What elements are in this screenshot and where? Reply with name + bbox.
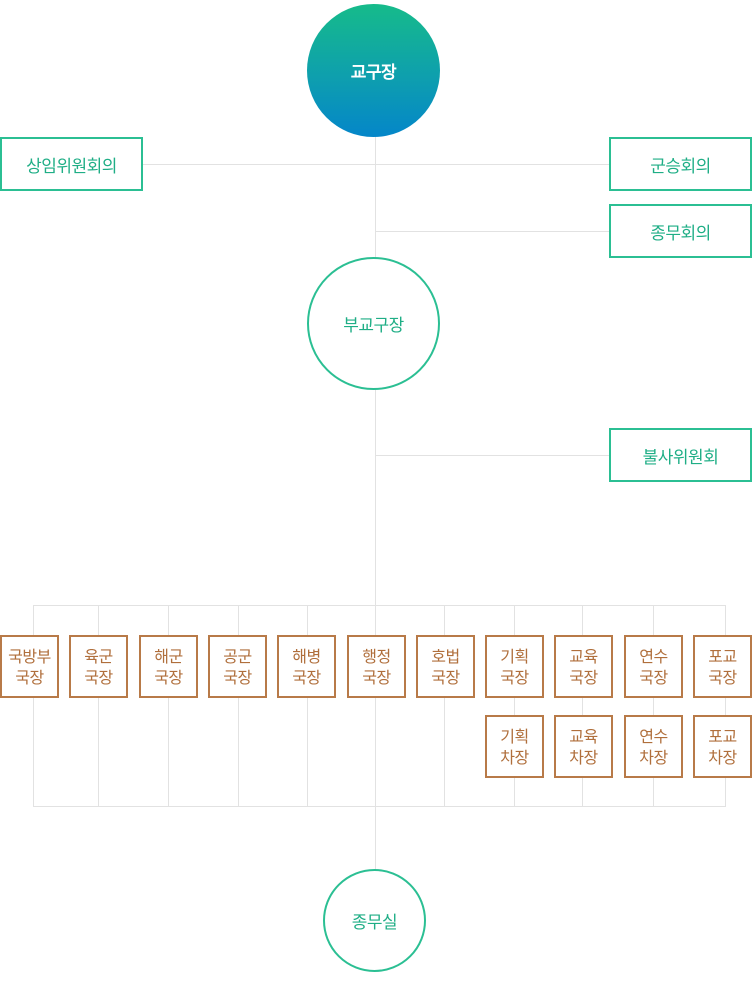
- dept-drop-line: [653, 605, 654, 807]
- dept-drop-line: [725, 605, 726, 807]
- deputy-director-box: 연수 차장: [624, 715, 683, 778]
- department-box: 육군 국장: [69, 635, 128, 698]
- department-title: 국장: [500, 667, 529, 687]
- dept-drop-line: [98, 605, 99, 807]
- departments-bottom-bar: [33, 806, 726, 807]
- department-name: 호법: [431, 646, 460, 666]
- department-box: 호법 국장: [416, 635, 475, 698]
- department-title: 국장: [84, 667, 113, 687]
- deputy-director-title: 차장: [569, 747, 598, 767]
- buddhist-committee-connector: [375, 455, 610, 456]
- buddhist-affairs-committee-label: 불사위원회: [642, 447, 719, 468]
- department-box: 포교 국장: [693, 635, 752, 698]
- department-box: 공군 국장: [208, 635, 267, 698]
- deputy-director-box: 기획 차장: [485, 715, 544, 778]
- department-title: 국장: [15, 667, 44, 687]
- department-name: 포교: [708, 646, 737, 666]
- dept-drop-line: [514, 605, 515, 807]
- department-title: 국장: [569, 667, 598, 687]
- department-name: 교육: [569, 646, 598, 666]
- department-title: 국장: [708, 667, 737, 687]
- deputy-director-box: 포교 차장: [693, 715, 752, 778]
- head-label: 교구장: [350, 63, 397, 83]
- deputy-director-name: 포교: [708, 726, 737, 746]
- department-name: 기획: [500, 646, 529, 666]
- buddhist-affairs-committee-box: 불사위원회: [609, 428, 752, 482]
- office-label: 종무실: [351, 913, 398, 933]
- department-title: 국장: [431, 667, 460, 687]
- deputy-director-name: 기획: [500, 726, 529, 746]
- dept-drop-line: [238, 605, 239, 807]
- department-name: 해병: [292, 646, 321, 666]
- department-title: 국장: [639, 667, 668, 687]
- department-title: 국장: [292, 667, 321, 687]
- dept-drop-line: [33, 605, 34, 807]
- deputy-director-title: 차장: [708, 747, 737, 767]
- department-name: 연수: [639, 646, 668, 666]
- standing-committee-connector: [142, 164, 610, 165]
- deputy-director-name: 교육: [569, 726, 598, 746]
- department-name: 공군: [223, 646, 252, 666]
- standing-committee-box: 상임위원회의: [0, 137, 143, 191]
- military-chaplain-committee-label: 군승회의: [650, 156, 711, 177]
- dept-drop-line: [444, 605, 445, 807]
- military-chaplain-committee-box: 군승회의: [609, 137, 752, 191]
- dept-drop-line: [582, 605, 583, 807]
- department-name: 행정: [362, 646, 391, 666]
- department-title: 국장: [362, 667, 391, 687]
- general-affairs-committee-label: 종무회의: [650, 223, 711, 244]
- department-box: 해군 국장: [139, 635, 198, 698]
- deputy-director-box: 교육 차장: [554, 715, 613, 778]
- department-name: 국방부: [8, 646, 51, 666]
- deputy-director-name: 연수: [639, 726, 668, 746]
- office-node: 종무실: [323, 869, 426, 972]
- department-box: 행정 국장: [347, 635, 406, 698]
- departments-top-bar: [33, 605, 726, 606]
- department-name: 해군: [154, 646, 183, 666]
- department-box: 기획 국장: [485, 635, 544, 698]
- main-spine-line: [375, 136, 376, 870]
- department-title: 국장: [154, 667, 183, 687]
- department-box: 해병 국장: [277, 635, 336, 698]
- deputy-label: 부교구장: [343, 316, 404, 336]
- department-box: 교육 국장: [554, 635, 613, 698]
- department-title: 국장: [223, 667, 252, 687]
- general-affairs-committee-box: 종무회의: [609, 204, 752, 258]
- deputy-director-title: 차장: [639, 747, 668, 767]
- department-name: 육군: [84, 646, 113, 666]
- department-box: 국방부 국장: [0, 635, 59, 698]
- deputy-director-title: 차장: [500, 747, 529, 767]
- head-node: 교구장: [307, 4, 440, 137]
- standing-committee-label: 상임위원회의: [26, 156, 117, 177]
- dept-drop-line: [307, 605, 308, 807]
- department-box: 연수 국장: [624, 635, 683, 698]
- dept-drop-line: [168, 605, 169, 807]
- general-committee-connector: [375, 231, 610, 232]
- deputy-node: 부교구장: [307, 257, 440, 390]
